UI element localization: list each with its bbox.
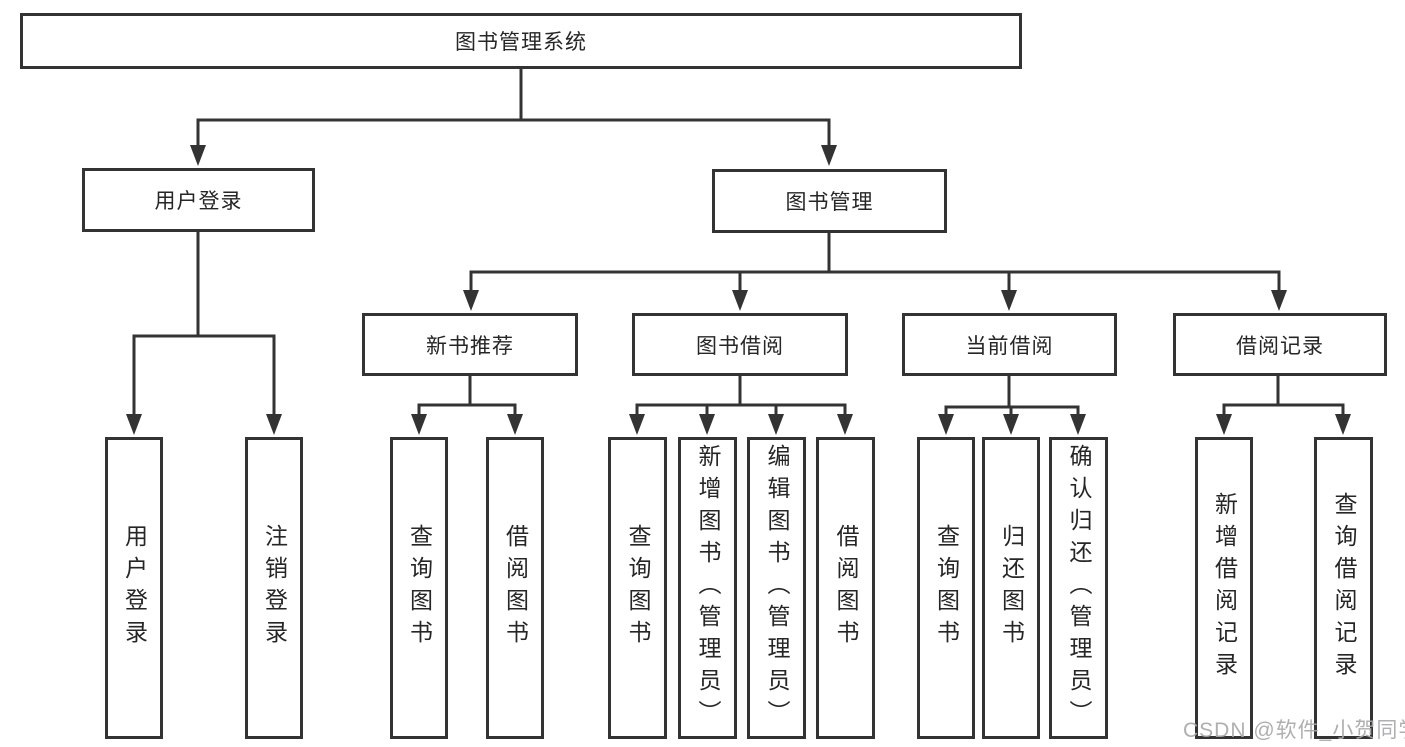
csdn-watermark: CSDN @软件_小贺同学 [1183, 719, 1405, 742]
node-label: 借阅记录 [1236, 334, 1324, 358]
node-query-books-2: 查询图书 [608, 437, 667, 739]
node-query-books-1: 查询图书 [390, 437, 448, 739]
node-add-borrow-record: 新增借阅记录 [1195, 437, 1253, 739]
node-query-books-3: 查询图书 [917, 437, 975, 739]
node-label: 借阅图书 [833, 524, 859, 652]
node-user-login: 用户登录 [82, 168, 315, 232]
node-label: 新增借阅记录 [1211, 492, 1238, 684]
node-label: 图书借阅 [696, 334, 784, 358]
node-label: 用户登录 [154, 190, 243, 213]
node-label: 用户登录 [121, 524, 148, 652]
node-label: 新书推荐 [426, 334, 514, 358]
node-confirm-return-admin: 确认归还（管理员） [1049, 437, 1108, 739]
node-label: 查询图书 [625, 524, 651, 652]
node-borrow-books-1: 借阅图书 [486, 437, 544, 739]
node-book-management: 图书管理 [712, 169, 947, 233]
node-label: 编辑图书（管理员） [764, 444, 790, 732]
node-book-borrowing: 图书借阅 [632, 313, 848, 376]
node-label: 归还图书 [998, 524, 1025, 652]
node-label: 确认归还（管理员） [1066, 444, 1092, 732]
node-user-login-leaf: 用户登录 [105, 437, 163, 739]
node-borrowing-records: 借阅记录 [1173, 313, 1387, 376]
node-label: 查询借阅记录 [1331, 492, 1357, 684]
node-return-books: 归还图书 [982, 437, 1040, 739]
node-label: 借阅图书 [502, 524, 529, 652]
node-label: 查询图书 [406, 524, 433, 652]
node-current-borrowing: 当前借阅 [902, 313, 1117, 376]
node-library-management-system: 图书管理系统 [20, 13, 1022, 69]
node-label: 注销登录 [261, 524, 288, 652]
node-add-book-admin: 新增图书（管理员） [678, 437, 737, 739]
node-label: 图书管理系统 [455, 31, 587, 54]
node-label: 查询图书 [933, 524, 960, 652]
node-query-borrow-record: 查询借阅记录 [1314, 437, 1373, 739]
node-label: 图书管理 [785, 191, 874, 214]
node-edit-book-admin: 编辑图书（管理员） [747, 437, 806, 739]
node-label: 新增图书（管理员） [695, 444, 721, 732]
node-label: 当前借阅 [965, 334, 1054, 358]
node-borrow-books-2: 借阅图书 [816, 437, 875, 739]
node-logout: 注销登录 [245, 437, 303, 739]
node-new-book-recommendation: 新书推荐 [362, 313, 578, 376]
